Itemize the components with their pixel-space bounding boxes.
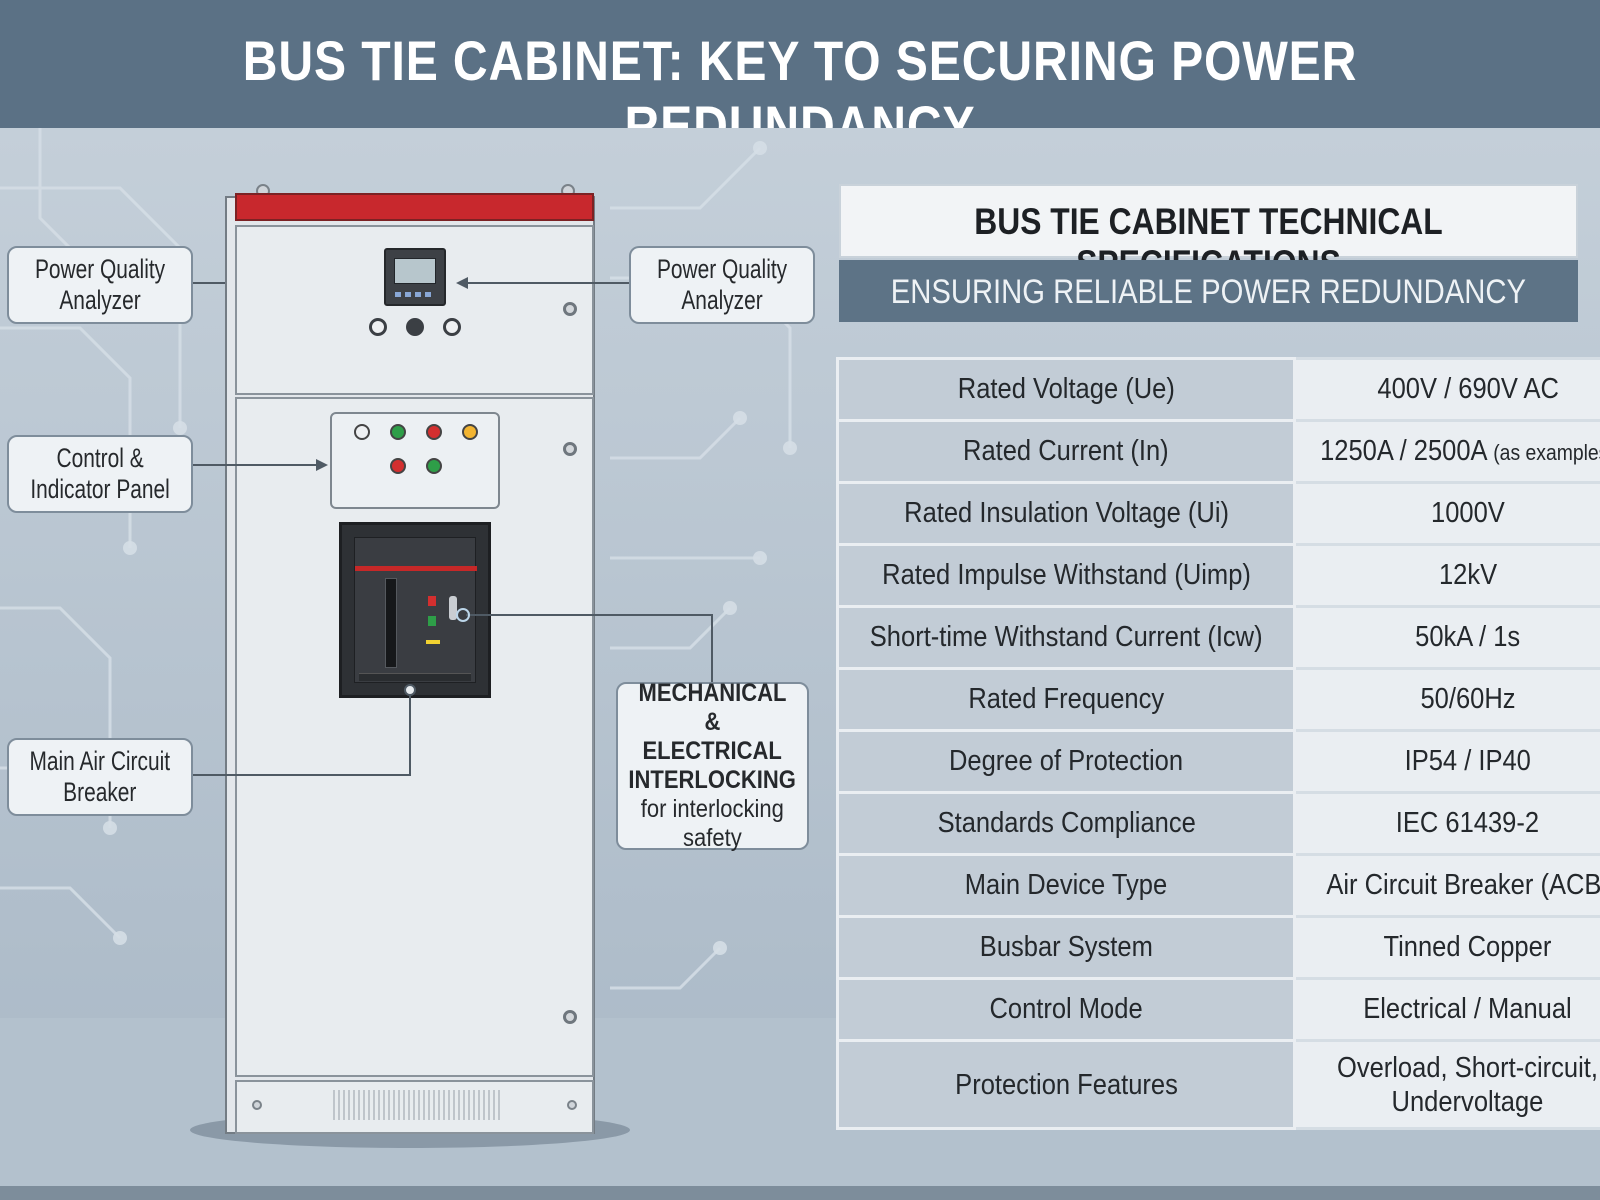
callout-interlocking: MECHANICAL & ELECTRICAL INTERLOCKING for… [616, 679, 809, 852]
spec-label: Protection Features [954, 1068, 1178, 1101]
table-row: Rated Voltage (Ue) 400V / 690V AC [835, 357, 1600, 422]
cabinet-top-bar [235, 193, 594, 221]
table-row: Rated Impulse Withstand (Uimp) 12kV [835, 543, 1600, 608]
indicator-lamp-red [426, 424, 442, 440]
spec-value: Undervoltage [1391, 1085, 1544, 1118]
indicator-lamp-yellow [462, 424, 478, 440]
screw-icon [563, 302, 577, 316]
table-row: Main Device Type Air Circuit Breaker (AC… [835, 853, 1600, 918]
spec-title-box: BUS TIE CABINET TECHNICAL SPECIFICATIONS [839, 184, 1578, 284]
breaker-status-flag [426, 640, 440, 644]
spec-value: 1250A / 2500A [1320, 435, 1487, 467]
cabinet-upper-door [235, 225, 594, 395]
spec-subtitle: ENSURING RELIABLE POWER REDUNDANCY [890, 273, 1527, 311]
table-row: Rated Insulation Voltage (Ui) 1000V [835, 481, 1600, 546]
table-row: Protection Features Overload, Short-circ… [835, 1039, 1600, 1130]
breaker-on-button [428, 616, 436, 626]
spec-label: Rated Voltage (Ue) [957, 373, 1175, 405]
spec-label: Rated Current (In) [963, 435, 1170, 467]
spec-note: (as examples) [1493, 440, 1600, 465]
power-quality-analyzer-meter [384, 248, 446, 306]
spec-value: 12kV [1438, 559, 1497, 591]
spec-label: Control Mode [989, 993, 1143, 1025]
spec-subtitle-box: ENSURING RELIABLE POWER REDUNDANCY [839, 260, 1578, 322]
breaker-handle-slot [385, 578, 397, 668]
table-row: Degree of Protection IP54 / IP40 [835, 729, 1600, 794]
screw-icon [563, 1010, 577, 1024]
spec-label: Rated Insulation Voltage (Ui) [903, 497, 1229, 529]
table-row: Control Mode Electrical / Manual [835, 977, 1600, 1042]
breaker-off-button [428, 596, 436, 606]
spec-value: 50/60Hz [1420, 683, 1516, 715]
table-row: Standards Compliance IEC 61439-2 [835, 791, 1600, 856]
selector-knob [443, 318, 461, 336]
spec-value: IP54 / IP40 [1404, 745, 1531, 777]
selector-knob [406, 318, 424, 336]
spec-value: Air Circuit Breaker (ACB) [1326, 869, 1600, 901]
title-banner: BUS TIE CABINET: KEY TO SECURING POWER R… [0, 0, 1600, 157]
indicator-lamp-green [390, 424, 406, 440]
push-button-green [426, 458, 442, 474]
meter-display [394, 258, 436, 284]
callout-control-indicator-panel: Control &Indicator Panel [7, 435, 193, 513]
spec-value: Tinned Copper [1383, 931, 1552, 963]
spec-value: IEC 61439-2 [1396, 807, 1540, 839]
spec-label: Rated Impulse Withstand (Uimp) [881, 559, 1251, 591]
spec-value: Electrical / Manual [1363, 993, 1573, 1025]
spec-table: Rated Voltage (Ue) 400V / 690V AC Rated … [835, 357, 1600, 1130]
table-row: Rated Frequency 50/60Hz [835, 667, 1600, 732]
table-row: Rated Current (In) 1250A / 2500A (as exa… [835, 419, 1600, 484]
spec-label: Short-time Withstand Current (Icw) [869, 621, 1263, 653]
spec-value: 50kA / 1s [1415, 621, 1521, 653]
spec-label: Rated Frequency [968, 683, 1165, 715]
spec-value: 1000V [1430, 497, 1505, 529]
footer-bar [0, 1186, 1600, 1200]
spec-label: Main Device Type [965, 869, 1168, 901]
table-row: Busbar System Tinned Copper [835, 915, 1600, 980]
screw-icon [252, 1100, 262, 1110]
spec-label: Busbar System [979, 931, 1153, 963]
spec-value: 400V / 690V AC [1377, 373, 1559, 405]
screw-icon [563, 442, 577, 456]
push-button-red [390, 458, 406, 474]
indicator-lamp-white [354, 424, 370, 440]
page-title: BUS TIE CABINET: KEY TO SECURING POWER R… [242, 29, 1358, 157]
selector-knob [369, 318, 387, 336]
vent-grille [333, 1090, 503, 1120]
spec-label: Degree of Protection [949, 745, 1184, 777]
screw-icon [567, 1100, 577, 1110]
control-indicator-panel [330, 412, 500, 509]
table-row: Short-time Withstand Current (Icw) 50kA … [835, 605, 1600, 670]
cabinet-main-door [235, 397, 594, 1077]
spec-value: Overload, Short-circuit, [1337, 1051, 1599, 1084]
key-lock-icon [449, 596, 457, 620]
spec-label: Standards Compliance [937, 807, 1196, 839]
